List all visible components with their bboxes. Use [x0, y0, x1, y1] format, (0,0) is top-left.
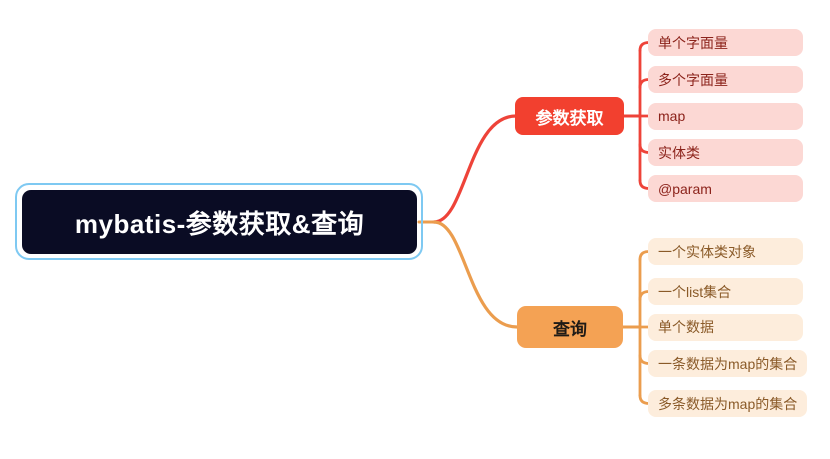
child-node-list-collection[interactable]: 一个list集合	[648, 278, 803, 305]
query-child2-line	[638, 290, 651, 301]
params-child1-line	[638, 41, 651, 52]
root-to-params-line	[432, 114, 518, 224]
child-node-param-annotation[interactable]: @param	[648, 175, 803, 202]
root-topic-node[interactable]: mybatis-参数获取&查询	[22, 190, 417, 254]
params-child5-line	[638, 179, 651, 190]
params-child4-line	[638, 143, 651, 154]
child-node-multi-row-map[interactable]: 多条数据为map的集合	[648, 390, 807, 417]
child-node-single-data[interactable]: 单个数据	[648, 313, 803, 341]
root-to-query-line	[432, 220, 519, 329]
child-node-entity-object[interactable]: 一个实体类对象	[648, 238, 803, 265]
branch-node-query[interactable]: 查询	[517, 306, 623, 348]
params-child2-line	[638, 78, 651, 89]
child-node-multi-literal[interactable]: 多个字面量	[648, 66, 803, 93]
query-child5-line	[638, 394, 651, 405]
root-selection-ring	[15, 183, 423, 260]
child-node-single-literal[interactable]: 单个字面量	[648, 29, 803, 56]
child-node-map[interactable]: map	[648, 102, 803, 130]
branch-node-params[interactable]: 参数获取	[515, 97, 624, 135]
child-node-entity[interactable]: 实体类	[648, 139, 803, 166]
child-node-one-row-map[interactable]: 一条数据为map的集合	[648, 350, 807, 377]
query-child1-line	[638, 250, 651, 261]
query-child4-line	[638, 354, 651, 365]
